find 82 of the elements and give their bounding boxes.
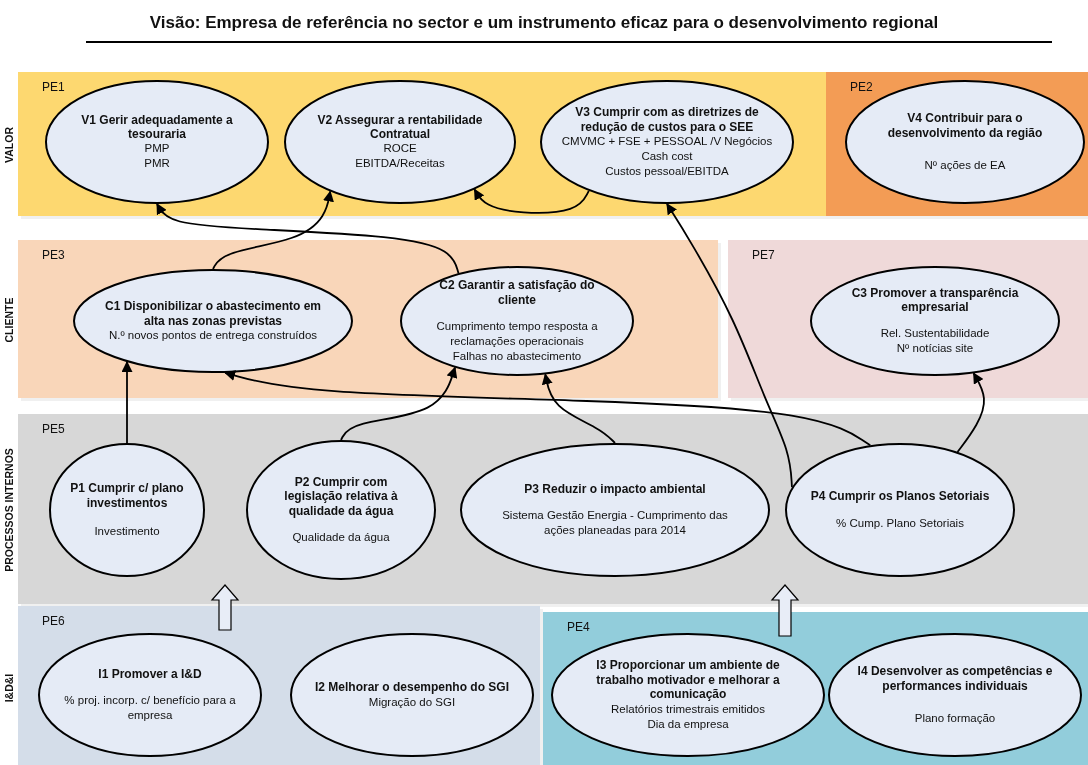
- objective-title: C3 Promover a transparência empresarial: [850, 285, 1020, 315]
- indicator-text: Nº ações de EA: [924, 157, 1006, 173]
- objective-title: C2 Garantir a satisfação do cliente: [438, 278, 596, 307]
- indicator-text: EBITDA/Receitas: [355, 156, 445, 172]
- indicator-text: Falhas no abastecimento: [452, 348, 582, 364]
- perspective-band: [826, 72, 1088, 216]
- row-label: PROCESSOS INTERNOS: [2, 448, 15, 572]
- indicator-text: Custos pessoal/EBITDA: [605, 163, 729, 179]
- indicator-text: Investimento: [94, 523, 160, 539]
- objective-title: V1 Gerir adequadamente a tesouraria: [80, 112, 234, 142]
- perspective-label: PE3: [42, 248, 65, 262]
- objective-ellipse: [828, 633, 1082, 757]
- objective-title: P3 Reduzir o impacto ambiental: [524, 481, 706, 497]
- perspective-label: PE6: [42, 614, 65, 628]
- indicator-text: PMP: [144, 141, 170, 157]
- objective-ellipse: [810, 266, 1060, 376]
- arrow: [541, 373, 616, 444]
- indicator-text: Nº notícias site: [896, 341, 974, 357]
- perspective-band: [18, 606, 540, 765]
- objective-title: C1 Disponibilizar o abastecimento em alta nas zonas previstas: [103, 299, 323, 328]
- perspective-label: PE4: [567, 620, 590, 634]
- objective-ellipse: [73, 269, 353, 373]
- objective-ellipse: [845, 80, 1085, 204]
- indicator-text: Cash cost: [641, 148, 693, 164]
- perspective-label: PE2: [850, 80, 873, 94]
- objective-ellipse: [49, 443, 205, 577]
- objective-ellipse: [460, 443, 770, 577]
- objective-ellipse: [45, 80, 269, 204]
- objective-title: I3 Proporcionar um ambiente de trabalho motivador e melhorar a comunicação: [595, 658, 781, 702]
- indicator-text: % Cump. Plano Setoriais: [836, 515, 964, 531]
- block-arrow: [770, 584, 800, 637]
- perspective-band: [18, 414, 1088, 604]
- indicator-text: Rel. Sustentabilidade: [880, 326, 990, 342]
- arrow: [340, 366, 458, 441]
- indicator-text: Qualidade da água: [292, 530, 390, 546]
- row-label: VALOR: [3, 127, 15, 163]
- perspective-label: PE1: [42, 80, 65, 94]
- indicator-text: Relatórios trimestrais emitidos: [611, 701, 765, 717]
- objective-title: I1 Promover a I&D: [98, 666, 202, 682]
- perspective-band: [728, 240, 1088, 398]
- indicator-text: CMVMC + FSE + PESSOAL /V Negócios: [561, 134, 773, 149]
- indicator-text: N.º novos pontos de entrega construídos: [108, 328, 318, 343]
- objective-title: V3 Cumprir com as diretrizes de redução de custos para o SEE: [574, 105, 760, 134]
- objective-ellipse: [540, 80, 794, 204]
- arrow: [956, 372, 985, 453]
- arrow: [156, 203, 460, 275]
- perspective-label: PE5: [42, 422, 65, 436]
- objective-ellipse: [551, 633, 825, 757]
- diagram-title: Visão: Empresa de referência no sector e um instrumento eficaz para o desenvolvimento regional: [148, 13, 940, 33]
- objective-ellipse: [785, 443, 1015, 577]
- block-arrow: [210, 584, 240, 631]
- perspective-band: [18, 240, 718, 398]
- objective-title: I4 Desenvolver as competências e performances individuais: [856, 664, 1054, 693]
- indicator-text: Sistema Gestão Energia - Cumprimento das ações planeadas para 2014: [501, 508, 729, 539]
- objective-ellipse: [38, 633, 262, 757]
- objective-title: P4 Cumprir os Planos Setoriais: [810, 489, 990, 504]
- objective-ellipse: [284, 80, 516, 204]
- indicator-text: ROCE: [383, 141, 417, 157]
- indicator-text: PMR: [144, 156, 170, 172]
- arrow: [212, 190, 334, 270]
- indicator-text: Dia da empresa: [647, 716, 729, 732]
- row-label: I&D&I: [2, 673, 15, 703]
- arrow: [473, 188, 590, 214]
- indicator-text: % proj. incorp. c/ benefício para a empresa: [63, 693, 237, 724]
- objective-title: V4 Contribuir para o desenvolvimento da região: [886, 111, 1044, 140]
- objective-ellipse: [400, 266, 634, 376]
- row-label: CLIENTE: [2, 297, 15, 343]
- perspective-band: [543, 612, 1088, 765]
- objective-ellipse: [246, 440, 436, 580]
- indicator-text: Plano formação: [914, 710, 996, 726]
- perspective-label: PE7: [752, 248, 775, 262]
- objective-title: I2 Melhorar o desempenho do SGI: [314, 680, 509, 695]
- perspective-band: [18, 72, 826, 216]
- arrow: [666, 203, 793, 488]
- objective-title: V2 Assegurar a rentabilidade Contratual: [316, 112, 484, 142]
- indicator-text: Migração do SGI: [368, 694, 456, 710]
- objective-title: P2 Cumprir com legislação relativa à qualidade da água: [283, 474, 399, 519]
- objective-title: P1 Cumprir c/ plano investimentos: [69, 481, 185, 510]
- indicator-text: Cumprimento tempo resposta a reclamações operacionais: [435, 319, 599, 349]
- arrow: [224, 370, 872, 447]
- objective-ellipse: [290, 633, 534, 757]
- arrow: [121, 360, 133, 444]
